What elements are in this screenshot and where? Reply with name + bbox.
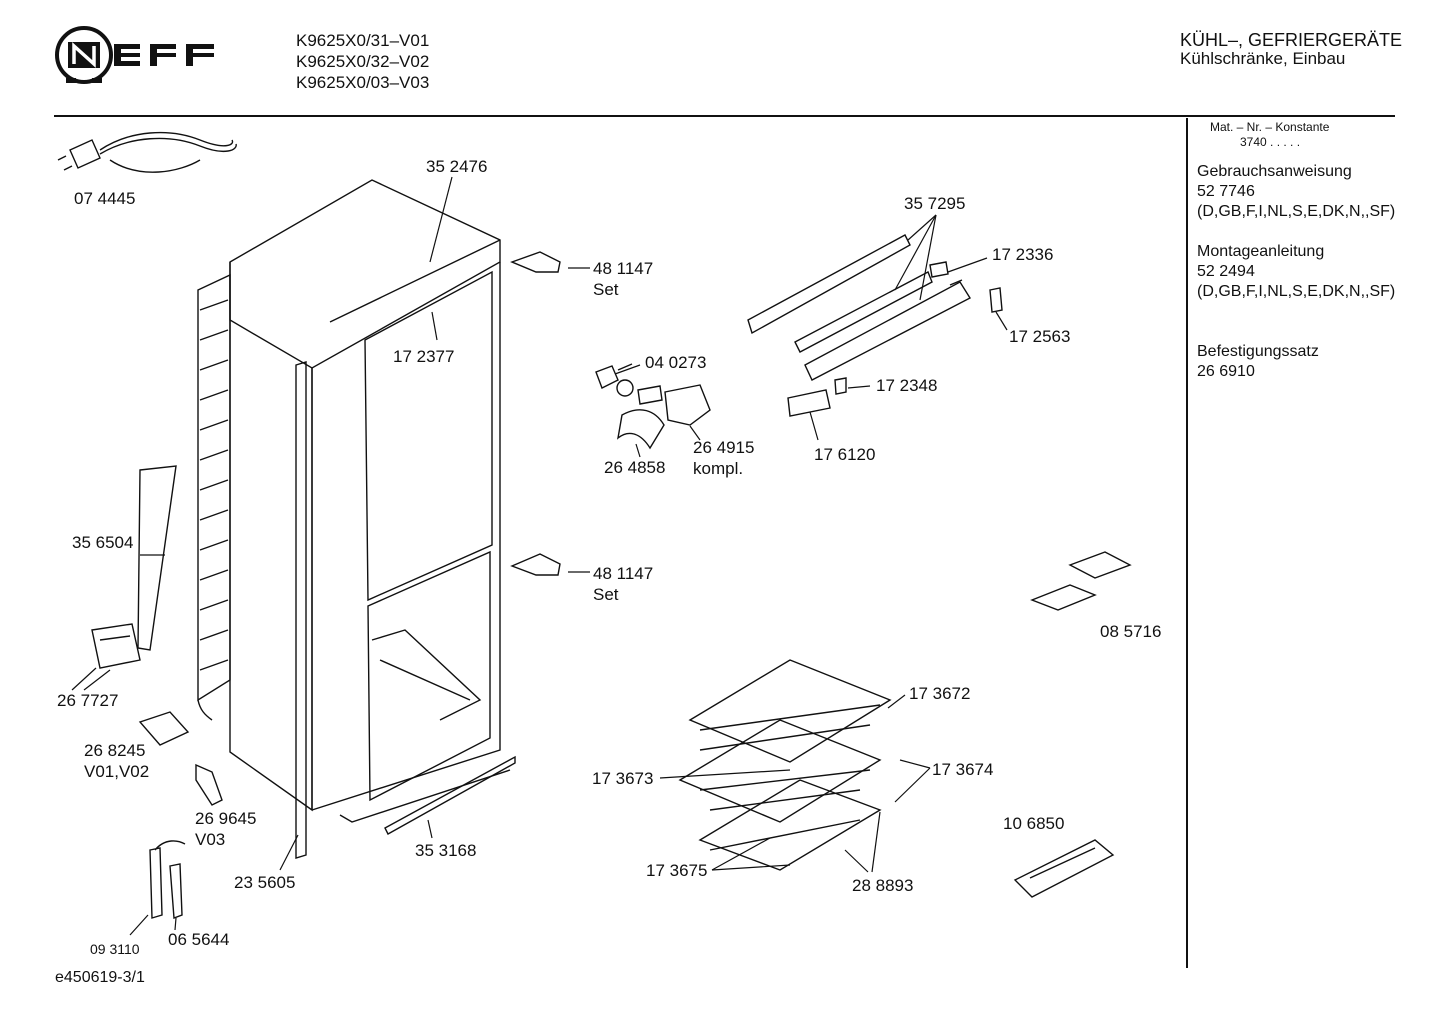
side-strip — [137, 465, 177, 651]
part-label: 28 8893 — [852, 876, 914, 895]
part-label: 17 3675 — [646, 861, 708, 880]
part-label: kompl. — [693, 459, 744, 478]
part-label: 06 5644 — [168, 930, 230, 949]
part-label: Set — [593, 280, 619, 299]
mat-number-label: Mat. – Nr. – Konstante — [1210, 120, 1330, 134]
part-label: V01,V02 — [84, 762, 150, 781]
sidebar-section-title: Befestigungssatz — [1197, 343, 1319, 360]
door-seal-strip — [295, 361, 307, 859]
part-label: 26 4915 — [693, 438, 755, 457]
sidebar-section-title: Montageanleitung — [1197, 243, 1325, 260]
sidebar-section-number: 26 6910 — [1197, 363, 1255, 380]
neff-logo — [55, 26, 214, 84]
part-label: 17 3673 — [592, 769, 654, 788]
part-label: 17 2563 — [1009, 327, 1071, 346]
part-label: 48 1147 — [593, 259, 654, 278]
drawing-code: e450619-3/1 — [55, 969, 145, 986]
part-label: 17 3672 — [909, 684, 971, 703]
part-label: 35 6504 — [72, 533, 134, 552]
ice-tray-1 — [1030, 584, 1097, 611]
hinge-top — [510, 251, 561, 273]
part-label: 35 3168 — [415, 841, 477, 860]
light-rails — [747, 234, 1003, 417]
part-label: 17 2336 — [992, 245, 1054, 264]
part-label: 09 3110 — [90, 941, 140, 957]
part-label: Set — [593, 585, 619, 604]
condenser-coil — [197, 273, 231, 721]
bottom-strip — [384, 755, 516, 835]
part-label: 08 5716 — [1100, 622, 1162, 641]
model-number-2: K9625X0/32–V02 — [296, 52, 430, 71]
part-label: 04 0273 — [645, 353, 707, 372]
part-label: 26 9645 — [195, 809, 257, 828]
part-label: 26 4858 — [604, 458, 666, 477]
mat-number-value: 3740 . . . . . — [1240, 135, 1301, 149]
hinge-bottom — [510, 553, 561, 576]
sidebar-section-title: Gebrauchsanweisung — [1197, 163, 1352, 180]
category-title: KÜHL–, GEFRIERGERÄTE — [1180, 30, 1403, 50]
model-number-1: K9625X0/31–V01 — [296, 31, 430, 50]
ice-tray-2 — [1068, 551, 1132, 579]
sidebar-section-number: 52 7746 — [1197, 183, 1255, 200]
capillary-parts — [149, 840, 186, 919]
part-label: 10 6850 — [1003, 814, 1065, 833]
sidebar-section-number: 52 2494 — [1197, 263, 1255, 280]
sensor — [195, 763, 223, 806]
lamp-assembly — [595, 363, 711, 450]
leader-lines — [71, 176, 1008, 936]
category-subtitle: Kühlschränke, Einbau — [1180, 49, 1346, 68]
thermostat — [138, 711, 190, 746]
ice-cube-tray — [1013, 839, 1115, 898]
part-label: 17 6120 — [814, 445, 876, 464]
power-cord — [57, 131, 237, 173]
sidebar-section-langs: (D,GB,F,I,NL,S,E,DK,N,,SF) — [1197, 203, 1396, 220]
part-label: 17 2377 — [393, 347, 455, 366]
model-number-3: K9625X0/03–V03 — [296, 73, 430, 92]
relay — [91, 623, 141, 669]
part-label: 23 5605 — [234, 873, 296, 892]
refrigerator-cabinet — [229, 179, 511, 823]
part-label: 17 2348 — [876, 376, 938, 395]
part-label: 07 4445 — [74, 189, 136, 208]
part-label: V03 — [195, 830, 226, 849]
part-label: 26 8245 — [84, 741, 146, 760]
evaporator-coil — [678, 659, 892, 871]
part-label: 26 7727 — [57, 691, 119, 710]
sidebar-section-langs: (D,GB,F,I,NL,S,E,DK,N,,SF) — [1197, 283, 1396, 300]
part-label: 17 3674 — [932, 760, 994, 779]
part-label: 35 7295 — [904, 194, 966, 213]
part-label: 35 2476 — [426, 157, 488, 176]
part-label: 48 1147 — [593, 564, 654, 583]
